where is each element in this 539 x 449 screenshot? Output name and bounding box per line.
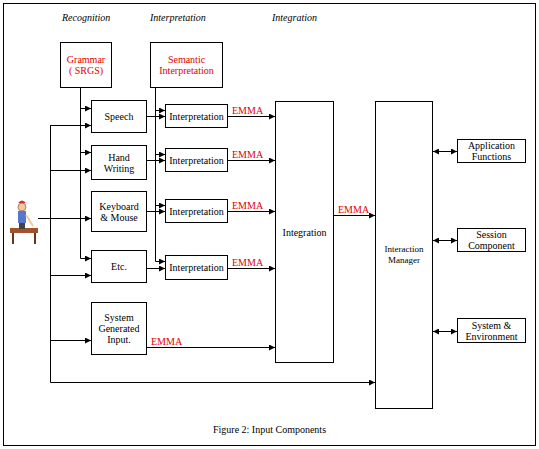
connector-arrow: [433, 331, 457, 332]
connector-arrow: [147, 160, 165, 161]
user-figure: [10, 201, 38, 245]
node-text: Speech: [105, 111, 134, 122]
connector-arrow: [147, 268, 165, 269]
node-text: Interpretation: [169, 206, 223, 217]
column-heading: Recognition: [62, 12, 110, 23]
node-text: Integration: [283, 227, 327, 238]
node-text: System & Environment: [462, 320, 521, 342]
component-box: System & Environment: [457, 318, 526, 343]
edge-label: EMMA: [232, 105, 263, 116]
node-text: Etc.: [111, 261, 127, 272]
connector-arrow: [147, 347, 275, 348]
connector-arrow: [334, 215, 375, 216]
manager-box: Interaction Manager: [375, 101, 433, 409]
column-heading: Interpretation: [150, 12, 206, 23]
column-heading: Integration: [272, 12, 317, 23]
connector-arrow: [81, 88, 92, 109]
node-text: Interaction Manager: [377, 244, 431, 266]
connector-arrow: [147, 116, 165, 117]
integration-box: Integration: [275, 101, 334, 363]
component-box: Session Component: [457, 228, 526, 252]
edge-label: EMMA: [338, 204, 369, 215]
edge-label: EMMA: [232, 149, 263, 160]
connector-arrow: [147, 211, 165, 212]
node-text: Grammar ( SRGS): [66, 54, 106, 76]
connector-arrow: [81, 88, 92, 153]
interpretation-box: Interpretation: [165, 148, 228, 172]
connector-arrow: [156, 88, 166, 111]
recognizer-box: Etc.: [91, 250, 147, 283]
recognizer-box: Hand Writing: [91, 145, 147, 180]
recognizer-box: Keyboard & Mouse: [91, 191, 147, 232]
connector-arrow: [228, 268, 275, 269]
connector-arrow: [156, 88, 166, 262]
node-text: Interpretation: [169, 155, 223, 166]
grammar-box: Grammar ( SRGS): [60, 42, 112, 88]
connector-arrow: [228, 160, 275, 161]
connector-arrow: [433, 240, 457, 241]
interpretation-box: Interpretation: [165, 199, 228, 223]
connector-arrow: [228, 211, 275, 212]
edge-label: EMMA: [151, 336, 182, 347]
connector-arrow: [156, 88, 166, 206]
interpretation-box: Interpretation: [165, 255, 228, 280]
edge-label: EMMA: [232, 200, 263, 211]
connector-arrow: [228, 116, 275, 117]
interpretation-box: Interpretation: [165, 104, 228, 128]
node-text: Interpretation: [169, 111, 223, 122]
node-text: Interpretation: [169, 262, 223, 273]
connector-arrow: [433, 151, 457, 152]
frame: [4, 4, 536, 446]
semantic-box: Semantic Interpretation: [150, 42, 223, 88]
node-text: Semantic Interpretation: [153, 54, 220, 76]
node-text: Application Functions: [462, 140, 521, 162]
node-text: Hand Writing: [100, 152, 138, 174]
connector-arrow: [81, 88, 92, 259]
component-box: Application Functions: [457, 139, 526, 163]
recognizer-box: System Generated Input.: [91, 302, 147, 355]
connector-arrow: [156, 88, 166, 155]
edge-label: EMMA: [232, 257, 263, 268]
recognizer-box: Speech: [91, 100, 147, 133]
figure-caption: Figure 2: Input Components: [0, 424, 539, 435]
node-text: System Generated Input.: [98, 312, 140, 345]
node-text: Session Component: [462, 229, 521, 251]
node-text: Keyboard & Mouse: [98, 201, 140, 223]
